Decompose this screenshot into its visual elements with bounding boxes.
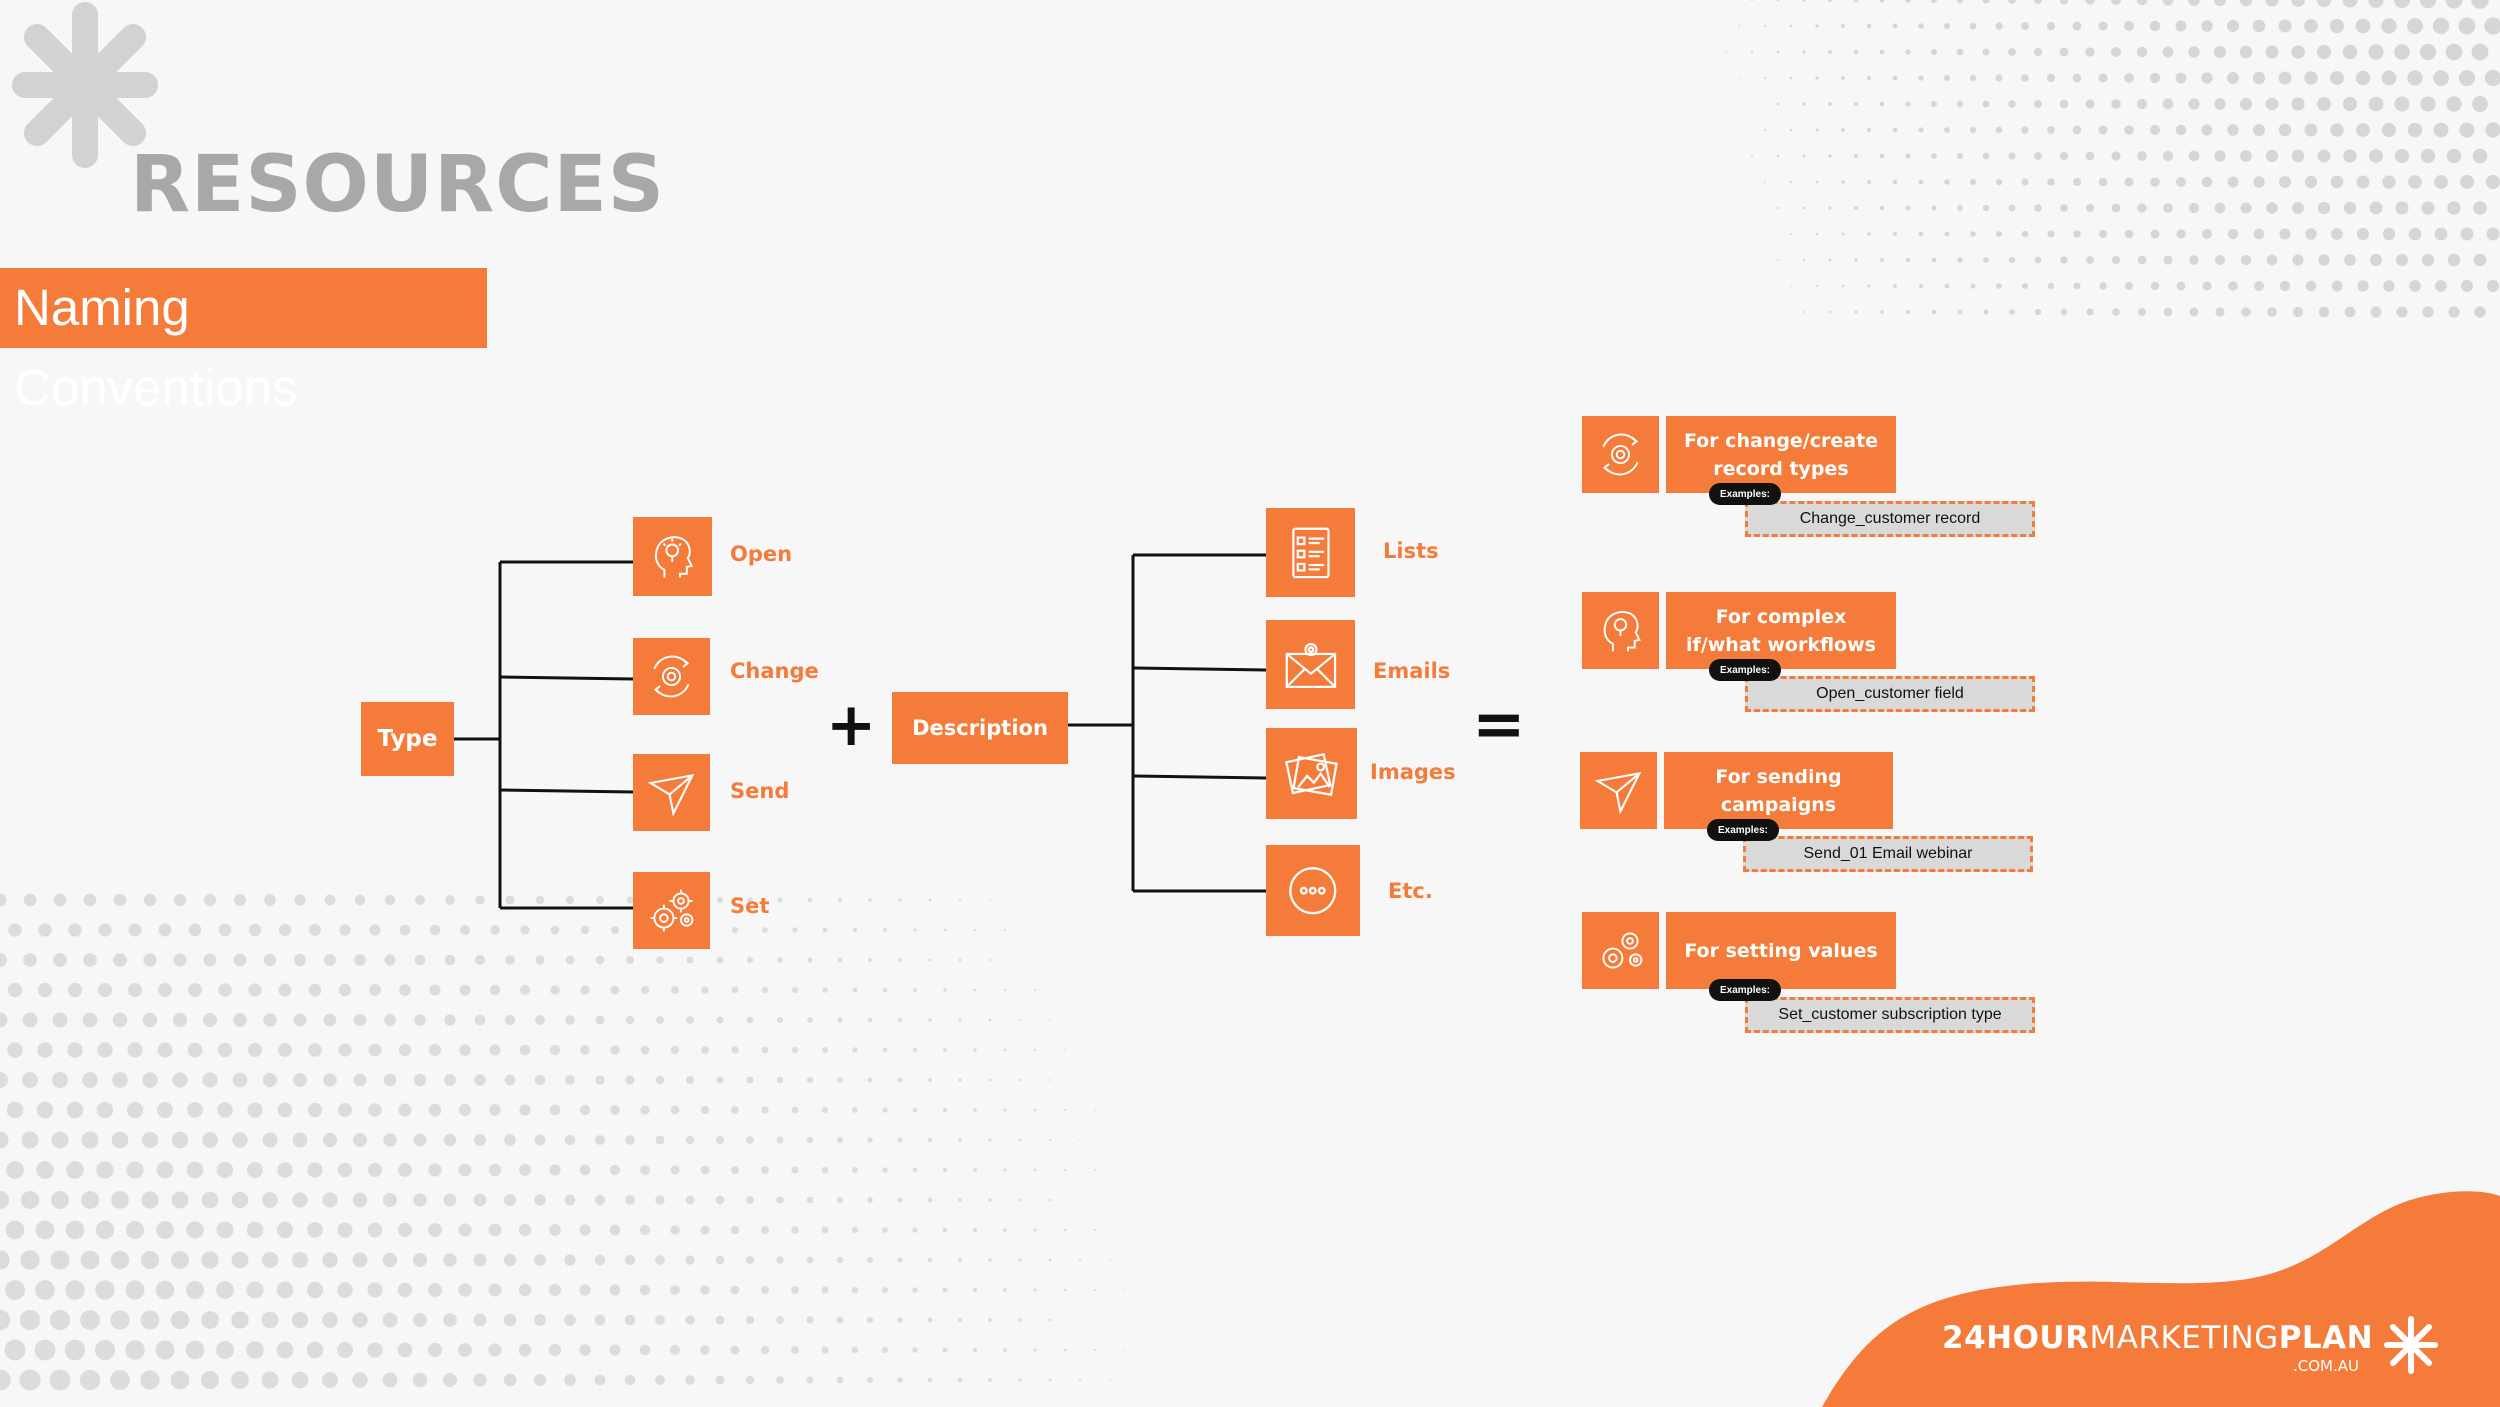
result-gear-refresh-icon bbox=[1582, 416, 1659, 493]
envelope-icon bbox=[1266, 620, 1355, 709]
result-text: campaigns bbox=[1720, 793, 1837, 816]
description-label-images: Images bbox=[1370, 760, 1456, 784]
brand-text: PLAN bbox=[2278, 1320, 2374, 1356]
gears-icon bbox=[633, 872, 710, 949]
description-label-etc: Etc. bbox=[1388, 879, 1433, 903]
result-text: record types bbox=[1713, 457, 1849, 480]
result-text: if/what workflows bbox=[1686, 633, 1876, 656]
example-field: Change_customer record bbox=[1745, 501, 2035, 537]
brand-text: 24HOUR bbox=[1942, 1320, 2090, 1356]
description-label-lists: Lists bbox=[1383, 539, 1439, 563]
examples-badge: Examples: bbox=[1709, 483, 1781, 505]
example-field: Open_customer field bbox=[1745, 676, 2035, 712]
equals-operator: = bbox=[1472, 688, 1526, 762]
paper-plane-icon bbox=[633, 754, 710, 831]
page-title: RESOURCES bbox=[130, 140, 665, 230]
brand-wordmark: 24HOURMARKETINGPLAN bbox=[1942, 1320, 2373, 1356]
example-field: Set_customer subscription type bbox=[1745, 997, 2035, 1033]
examples-badge: Examples: bbox=[1709, 659, 1781, 681]
description-node: Description bbox=[892, 692, 1068, 764]
description-label-emails: Emails bbox=[1373, 659, 1451, 683]
brand-domain: .COM.AU bbox=[2293, 1357, 2359, 1375]
idea-head-icon bbox=[633, 517, 712, 596]
images-icon bbox=[1266, 728, 1357, 819]
result-text: For setting values bbox=[1684, 939, 1878, 962]
logo-watermark-icon bbox=[12, 2, 158, 168]
result-text: For complex bbox=[1715, 605, 1847, 628]
type-label-set: Set bbox=[730, 894, 770, 918]
more-dots-icon bbox=[1266, 845, 1360, 936]
result-text: For sending bbox=[1715, 765, 1842, 788]
logo-asterisk-icon bbox=[2384, 1316, 2438, 1374]
examples-badge: Examples: bbox=[1709, 979, 1781, 1001]
examples-badge: Examples: bbox=[1707, 819, 1779, 841]
result-idea-head-icon bbox=[1582, 592, 1659, 669]
type-label-send: Send bbox=[730, 779, 790, 803]
result-gears-icon bbox=[1582, 912, 1659, 989]
result-box-send: For sending campaigns bbox=[1664, 752, 1893, 829]
type-node: Type bbox=[361, 702, 454, 776]
result-box-set: For setting values bbox=[1666, 912, 1896, 989]
result-box-open: For complex if/what workflows bbox=[1666, 592, 1896, 669]
checklist-icon bbox=[1266, 508, 1355, 597]
result-paper-plane-icon bbox=[1580, 752, 1657, 829]
result-box-change: For change/create record types bbox=[1666, 416, 1896, 493]
result-text: For change/create bbox=[1683, 429, 1879, 452]
section-subtitle: Naming Conventions bbox=[0, 268, 487, 416]
brand-text: MARKETING bbox=[2089, 1320, 2279, 1356]
type-label-change: Change bbox=[730, 659, 819, 683]
gear-refresh-icon bbox=[633, 638, 710, 715]
plus-operator: + bbox=[826, 690, 877, 760]
type-label-open: Open bbox=[730, 542, 793, 566]
example-field: Send_01 Email webinar bbox=[1743, 836, 2033, 872]
